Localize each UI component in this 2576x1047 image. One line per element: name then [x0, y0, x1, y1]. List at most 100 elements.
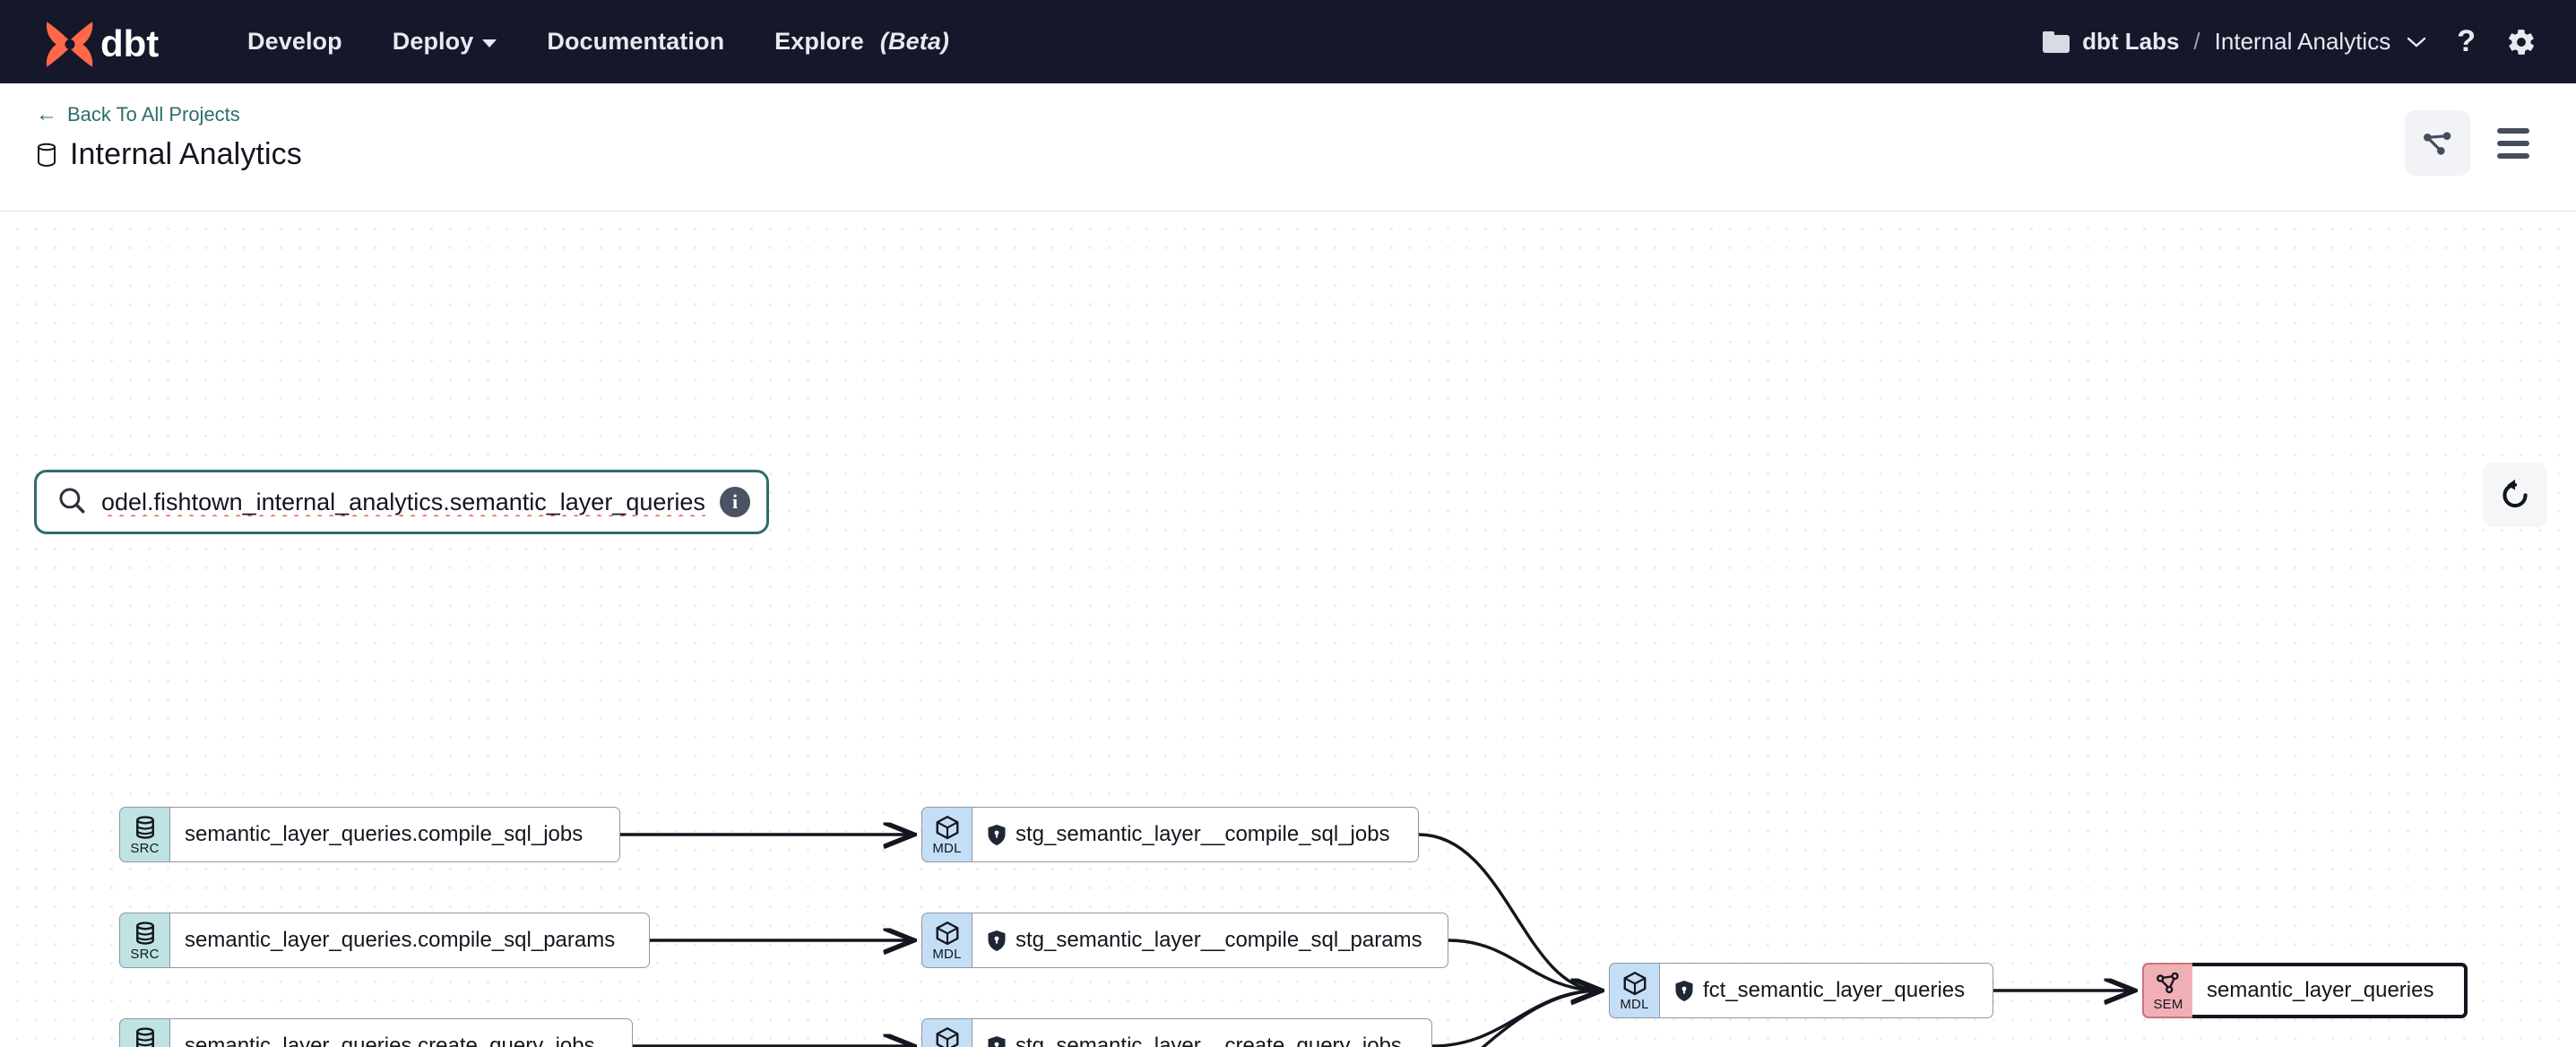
nav-link-deploy-label: Deploy — [392, 28, 474, 55]
node-type-abbr: SEM — [2153, 997, 2183, 1012]
menu-button[interactable] — [2490, 119, 2537, 168]
database-icon — [135, 922, 154, 945]
node-type-badge-src: SRC — [119, 807, 169, 862]
back-to-all-projects-label: Back To All Projects — [67, 103, 240, 125]
hamburger-line — [2497, 140, 2529, 146]
breadcrumb-project[interactable]: Internal Analytics — [2214, 28, 2391, 55]
database-icon — [135, 816, 154, 839]
node-body[interactable]: stg_semantic_layer__create_query_jobs — [972, 1018, 1432, 1047]
search-bar[interactable]: odel.fishtown_internal_analytics.semanti… — [34, 470, 769, 534]
private-shield-icon — [988, 930, 1006, 951]
nav-link-explore[interactable]: Explore (Beta) — [774, 28, 949, 56]
lineage-view-button[interactable] — [2405, 110, 2470, 176]
node-label: semantic_layer_queries.compile_sql_param… — [185, 928, 616, 952]
cube-icon — [1623, 972, 1646, 996]
graph-node-src-compile-sql-params[interactable]: SRC semantic_layer_queries.compile_sql_pa… — [119, 913, 650, 968]
breadcrumb: dbt Labs / Internal Analytics — [2043, 28, 2426, 56]
graph-node-src-create-query-jobs[interactable]: SRC semantic_layer_queries.create_query_j… — [119, 1018, 633, 1047]
nav-link-develop-label: Develop — [247, 28, 342, 55]
cube-icon — [936, 816, 958, 840]
node-body[interactable]: semantic_layer_queries — [2192, 963, 2468, 1018]
node-type-badge-mdl: MDL — [921, 913, 972, 968]
node-label: semantic_layer_queries.create_query_jobs — [185, 1034, 595, 1047]
node-body[interactable]: semantic_layer_queries.compile_sql_param… — [169, 913, 650, 968]
hamburger-line — [2497, 127, 2529, 134]
node-label: semantic_layer_queries — [2207, 978, 2434, 1002]
graph-node-mdl-stg-compile-sql-params[interactable]: MDL stg_semantic_layer__compile_sql_para… — [921, 913, 1448, 968]
node-label: semantic_layer_queries.compile_sql_jobs — [185, 822, 583, 846]
nav-link-explore-beta-tag: (Beta) — [879, 28, 950, 55]
search-icon — [56, 485, 87, 520]
node-type-abbr: MDL — [1620, 997, 1649, 1012]
node-type-abbr: MDL — [932, 947, 962, 962]
nav-link-explore-label: Explore — [774, 28, 864, 55]
node-type-badge-mdl: MDL — [921, 807, 972, 862]
graph-node-mdl-stg-create-query-jobs[interactable]: MDL stg_semantic_layer__create_query_job… — [921, 1018, 1432, 1047]
nav-link-deploy[interactable]: Deploy — [393, 28, 497, 56]
search-input[interactable]: odel.fishtown_internal_analytics.semanti… — [101, 488, 705, 515]
settings-button[interactable] — [2506, 27, 2537, 57]
node-body[interactable]: semantic_layer_queries.compile_sql_jobs — [169, 807, 620, 862]
graph-node-mdl-stg-compile-sql-jobs[interactable]: MDL stg_semantic_layer__compile_sql_jobs — [921, 807, 1419, 862]
breadcrumb-separator: / — [2193, 28, 2200, 55]
lineage-icon — [2423, 131, 2451, 155]
node-body[interactable]: semantic_layer_queries.create_query_jobs — [169, 1018, 633, 1047]
node-body[interactable]: fct_semantic_layer_queries — [1659, 963, 1993, 1018]
graph-node-mdl-fct-semantic-layer-queries[interactable]: MDL fct_semantic_layer_queries — [1609, 963, 1993, 1018]
node-type-badge-sem: SEM — [2142, 963, 2192, 1018]
chevron-down-icon — [482, 39, 497, 48]
page-title: Internal Analytics — [70, 137, 302, 171]
node-type-abbr: SRC — [130, 947, 160, 962]
project-subheader: ← Back To All Projects Internal Analytic… — [0, 83, 2576, 212]
graph-node-sem-semantic-layer-queries[interactable]: SEM semantic_layer_queries — [2142, 963, 2468, 1018]
private-shield-icon — [988, 1035, 1006, 1047]
node-label: stg_semantic_layer__compile_sql_jobs — [1016, 822, 1390, 846]
breadcrumb-org[interactable]: dbt Labs — [2082, 28, 2180, 55]
cube-icon — [936, 1027, 958, 1047]
hamburger-line — [2497, 152, 2529, 159]
project-chevron-down-icon[interactable] — [2407, 36, 2426, 48]
nav-link-documentation[interactable]: Documentation — [547, 28, 724, 56]
private-shield-icon — [1675, 980, 1693, 1001]
node-type-abbr: SRC — [130, 841, 160, 856]
info-icon[interactable]: i — [720, 487, 750, 517]
private-shield-icon — [988, 824, 1006, 845]
database-icon — [135, 1027, 154, 1047]
database-icon — [36, 143, 57, 167]
cube-icon — [936, 922, 958, 946]
arrow-left-icon: ← — [36, 102, 57, 126]
semantic-graph-icon — [2157, 972, 2179, 994]
node-body[interactable]: stg_semantic_layer__compile_sql_jobs — [972, 807, 1419, 862]
dbt-logo[interactable]: dbt — [41, 17, 176, 67]
nav-link-develop[interactable]: Develop — [247, 28, 342, 56]
navbar-right-cluster: dbt Labs / Internal Analytics ? — [2043, 24, 2537, 59]
subheader-right — [2405, 103, 2537, 176]
dbt-logo-icon: dbt — [46, 21, 159, 67]
reset-view-button[interactable] — [2483, 463, 2547, 527]
graph-edge — [1448, 939, 1600, 991]
node-type-abbr: MDL — [932, 841, 962, 856]
node-type-badge-mdl: MDL — [921, 1018, 972, 1047]
primary-nav: Develop Deploy Documentation Explore (Be… — [247, 28, 949, 56]
reset-icon — [2503, 479, 2528, 508]
graph-edge — [1431, 991, 1600, 1047]
svg-text:dbt: dbt — [100, 22, 159, 65]
node-label: stg_semantic_layer__compile_sql_params — [1016, 928, 1422, 952]
gear-icon — [2509, 29, 2534, 55]
lineage-canvas[interactable]: odel.fishtown_internal_analytics.semanti… — [0, 212, 2576, 1047]
help-button[interactable]: ? — [2457, 24, 2476, 59]
node-label: fct_semantic_layer_queries — [1703, 978, 1966, 1002]
node-body[interactable]: stg_semantic_layer__compile_sql_params — [972, 913, 1448, 968]
page-title-row: Internal Analytics — [36, 137, 302, 172]
node-type-badge-src: SRC — [119, 1018, 169, 1047]
graph-node-src-compile-sql-jobs[interactable]: SRC semantic_layer_queries.compile_sql_jo… — [119, 807, 620, 862]
node-type-badge-src: SRC — [119, 913, 169, 968]
nav-link-documentation-label: Documentation — [547, 28, 725, 55]
node-label: stg_semantic_layer__create_query_jobs — [1016, 1034, 1402, 1047]
subheader-left: ← Back To All Projects Internal Analytic… — [36, 103, 302, 172]
node-type-badge-mdl: MDL — [1609, 963, 1659, 1018]
back-to-all-projects-link[interactable]: ← Back To All Projects — [36, 103, 302, 126]
folder-icon — [2043, 30, 2070, 53]
question-mark-icon: ? — [2457, 24, 2476, 58]
top-navbar: dbt Develop Deploy Documentation Explore… — [0, 0, 2576, 83]
